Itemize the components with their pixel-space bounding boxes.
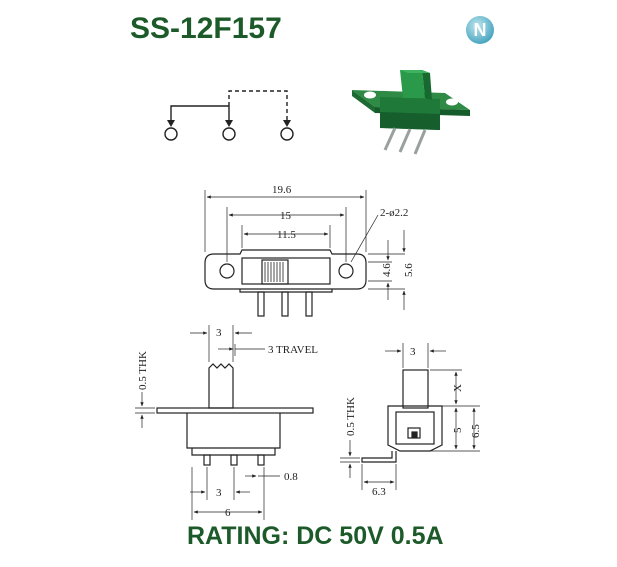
side-view-dimensions	[135, 325, 280, 520]
dim-pin-pitch: 3	[216, 487, 222, 499]
dim-height-outer: 5.6	[403, 263, 415, 277]
dim-side-x: X	[452, 384, 464, 392]
dim-side-6-3: 6.3	[372, 486, 386, 498]
dim-side-thk: 0.5 THK	[345, 397, 357, 436]
circuit-schematic	[164, 90, 294, 141]
product-title: SS-12F157	[130, 12, 282, 45]
side-view	[156, 363, 314, 466]
end-view-dimensions	[340, 343, 480, 490]
dim-pin-width: 0.8	[284, 471, 298, 483]
front-view	[204, 249, 367, 317]
dim-hole-pitch: 15	[280, 210, 292, 222]
dim-plate-thickness: 0.5 THK	[137, 351, 149, 390]
dim-slot-width: 11.5	[277, 229, 296, 241]
end-view	[361, 369, 443, 463]
dim-pin-span: 6	[225, 507, 231, 519]
dim-side-5: 5	[452, 427, 464, 433]
dim-side-knob-width: 3	[410, 346, 416, 358]
dim-holes: 2-ø2.2	[380, 207, 408, 219]
dim-travel: 3 TRAVEL	[268, 344, 318, 356]
rating-label: RATING: DC 50V 0.5A	[187, 522, 444, 550]
switch-3d-illustration	[352, 70, 470, 155]
brand-logo-icon: N	[466, 16, 494, 44]
front-view-dimensions	[204, 190, 406, 310]
dim-side-6-5: 6.5	[470, 424, 482, 438]
dim-height-inner: 4.6	[381, 263, 393, 277]
dim-knob-width: 3	[216, 327, 222, 339]
dim-overall-width: 19.6	[272, 184, 292, 196]
